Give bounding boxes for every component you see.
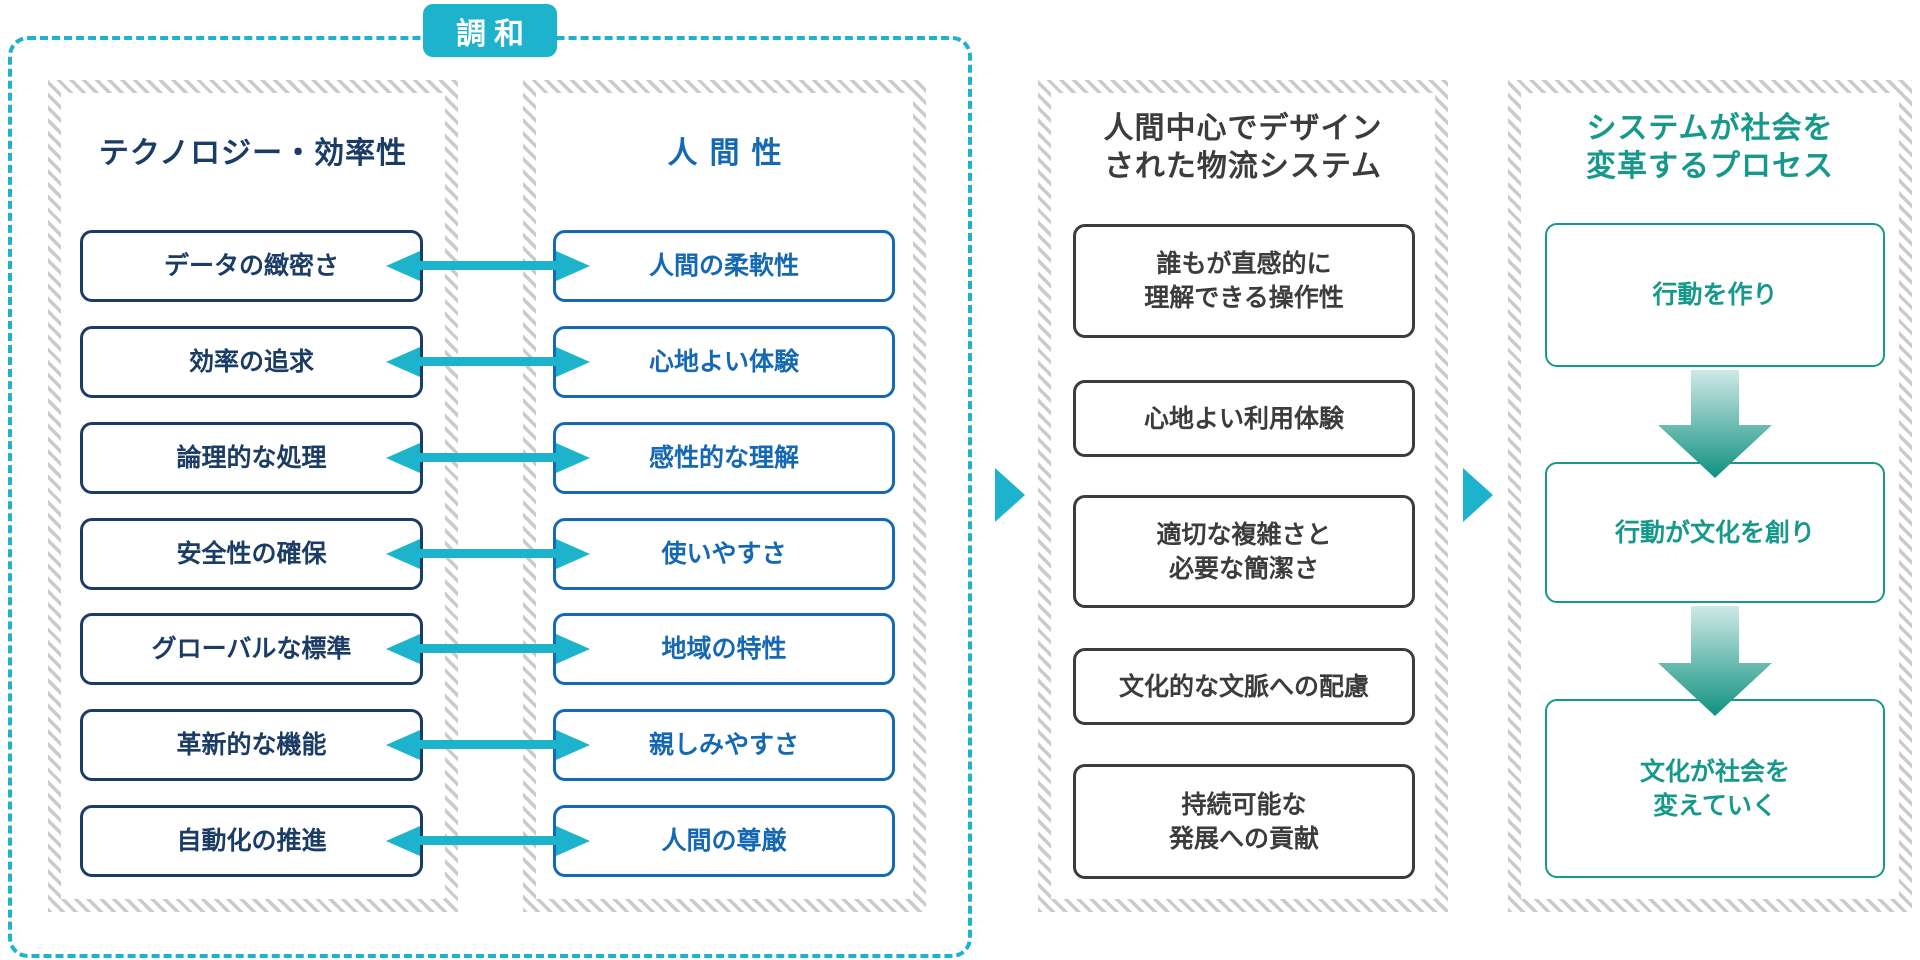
human-panel-title: 人間性: [667, 137, 794, 170]
human-item-box: 使いやすさ: [553, 518, 895, 590]
process-panel-inner: システムが社会を 変革するプロセス 行動を作り 行動が文化を創り 文化が社会を変…: [1521, 93, 1899, 899]
double-arrow-icon: [386, 443, 590, 473]
tech-item-box: 革新的な機能: [80, 709, 423, 781]
system-item-box: 適切な複雑さと必要な簡潔さ: [1073, 495, 1415, 608]
human-item-box: 心地よい体験: [553, 326, 895, 398]
process-panel-title: システムが社会を 変革するプロセス: [1586, 112, 1834, 183]
system-item-box: 持続可能な発展への貢献: [1073, 764, 1415, 879]
harmony-badge: 調和: [423, 4, 557, 57]
double-arrow-icon: [386, 826, 590, 856]
double-arrow-icon: [386, 634, 590, 664]
system-item-box: 誰もが直感的に理解できる操作性: [1073, 224, 1415, 338]
process-item-box: 文化が社会を変えていく: [1545, 699, 1885, 878]
system-panel: 人間中心でデザイン された物流システム 誰もが直感的に理解できる操作性 心地よい…: [1038, 80, 1448, 912]
harmony-badge-label: 調和: [456, 17, 532, 51]
tech-panel: テクノロジー・効率性 データの緻密さ 効率の追求 論理的な処理 安全性の確保 グ…: [48, 80, 458, 912]
system-item-box: 文化的な文脈への配慮: [1073, 648, 1415, 725]
process-item-box: 行動が文化を創り: [1545, 462, 1885, 603]
system-panel-title: 人間中心でデザイン された物流システム: [1103, 112, 1383, 183]
tech-item-box: 安全性の確保: [80, 518, 423, 590]
process-item-box: 行動を作り: [1545, 223, 1885, 367]
down-arrow-icon: [1658, 370, 1772, 478]
human-item-box: 地域の特性: [553, 613, 895, 685]
double-arrow-icon: [386, 347, 590, 377]
tech-item-box: 自動化の推進: [80, 805, 423, 877]
tech-panel-inner: テクノロジー・効率性 データの緻密さ 効率の追求 論理的な処理 安全性の確保 グ…: [61, 93, 445, 899]
human-item-box: 感性的な理解: [553, 422, 895, 494]
human-item-box: 人間の尊厳: [553, 805, 895, 877]
system-item-box: 心地よい利用体験: [1073, 380, 1415, 457]
flow-triangle-icon: [995, 468, 1025, 522]
process-panel: システムが社会を 変革するプロセス 行動を作り 行動が文化を創り 文化が社会を変…: [1508, 80, 1912, 912]
human-item-box: 人間の柔軟性: [553, 230, 895, 302]
flow-triangle-icon: [1463, 468, 1493, 522]
system-panel-inner: 人間中心でデザイン された物流システム 誰もが直感的に理解できる操作性 心地よい…: [1051, 93, 1435, 899]
tech-item-box: 効率の追求: [80, 326, 423, 398]
human-panel: 人間性 人間の柔軟性 心地よい体験 感性的な理解 使いやすさ 地域の特性 親しみ…: [523, 80, 926, 912]
down-arrow-icon: [1658, 606, 1772, 716]
tech-item-box: グローバルな標準: [80, 613, 423, 685]
tech-item-box: 論理的な処理: [80, 422, 423, 494]
double-arrow-icon: [386, 539, 590, 569]
double-arrow-icon: [386, 730, 590, 760]
tech-item-box: データの緻密さ: [80, 230, 423, 302]
human-item-box: 親しみやすさ: [553, 709, 895, 781]
double-arrow-icon: [386, 251, 590, 281]
human-panel-inner: 人間性 人間の柔軟性 心地よい体験 感性的な理解 使いやすさ 地域の特性 親しみ…: [536, 93, 913, 899]
tech-panel-title: テクノロジー・効率性: [98, 137, 408, 170]
